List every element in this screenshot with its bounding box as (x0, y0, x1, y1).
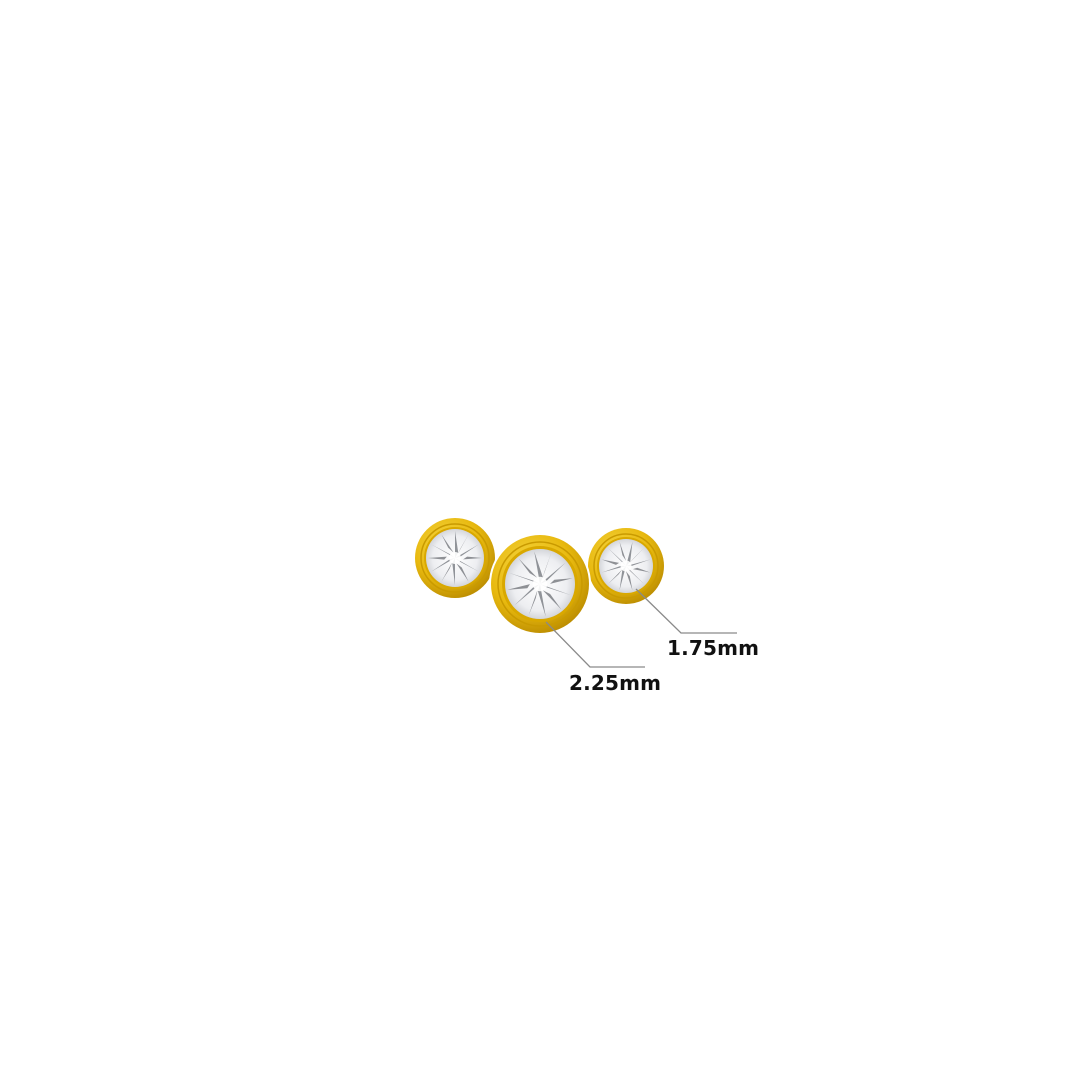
left-stone (415, 518, 495, 598)
leader-line-large (545, 621, 645, 668)
right-stone (588, 528, 664, 604)
dimension-label-small-stone: 1.75mm (667, 636, 760, 660)
leader-line-small (635, 588, 737, 634)
center-stone (489, 533, 591, 635)
dimension-label-large-stone: 2.25mm (569, 671, 662, 695)
